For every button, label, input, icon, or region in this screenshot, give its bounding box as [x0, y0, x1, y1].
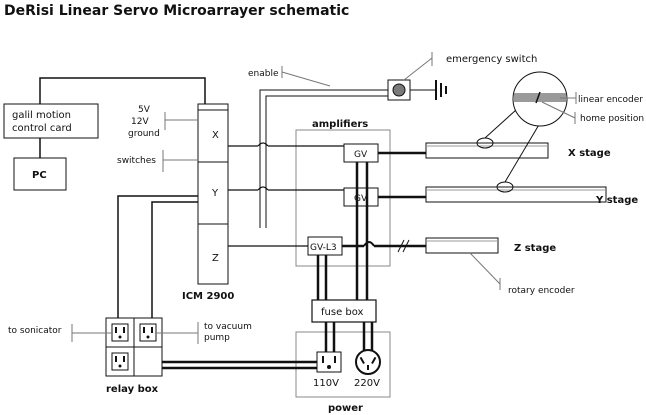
x-stage-label: X stage — [568, 148, 611, 159]
amp-z-label: GV-L3 — [310, 243, 337, 253]
x-stage-bar — [425, 142, 549, 159]
home-mark — [535, 91, 541, 104]
fuse-box — [311, 299, 377, 323]
enable-wire-b — [265, 95, 388, 228]
icm-y-crossover — [257, 186, 269, 191]
amp-y-label: GV — [354, 194, 368, 204]
relay-outlet-1-l — [115, 327, 117, 333]
pc-label: PC — [32, 170, 47, 181]
y-stage-bar — [425, 186, 607, 203]
label-ground: ground — [128, 129, 160, 139]
outlet-110-ground — [327, 365, 331, 369]
diagram-title: DeRisi Linear Servo Microarrayer schemat… — [4, 3, 349, 19]
rotary-leader — [469, 252, 501, 285]
relay-outlet-3-r — [123, 356, 125, 362]
break-mark-2 — [402, 239, 410, 253]
outlet-110-slot-l — [322, 356, 324, 363]
amp-z-crossover — [363, 241, 375, 247]
icm-x-crossover — [257, 142, 269, 147]
relay-outlet-2-r — [151, 327, 153, 333]
encoder-tape — [514, 93, 566, 102]
y-stage-label: Y stage — [595, 195, 638, 206]
outlet-220-slot-l — [359, 356, 365, 364]
fuse-box-label: fuse box — [321, 307, 364, 318]
outlet-220-slot-g — [367, 365, 369, 370]
relay-outlet-1-g — [118, 335, 122, 339]
z-stage-bar — [425, 237, 499, 254]
icm-x-label: X — [212, 130, 219, 141]
pc-box — [13, 157, 67, 191]
label-emergency: emergency switch — [446, 54, 537, 65]
z-stage-label: Z stage — [514, 243, 556, 254]
emergency-switch-button — [392, 83, 406, 97]
magnifier-line-2 — [504, 122, 541, 183]
outlet-110-slot-r — [334, 356, 336, 363]
relay-outlet-2-l — [143, 327, 145, 333]
icm-y-label: Y — [211, 188, 219, 199]
label-vacuum-2: pump — [204, 333, 230, 343]
amp-x-label: GV — [354, 150, 368, 160]
relay-outlet-3-g — [118, 364, 122, 368]
label-enable: enable — [248, 69, 279, 79]
magnifier-line-1 — [484, 109, 517, 139]
relay-outlet-2-g — [146, 335, 150, 339]
enable-wire-a — [259, 89, 388, 228]
relay-outlet-1-r — [123, 327, 125, 333]
enable-leader — [281, 71, 331, 87]
amplifiers-label: amplifiers — [312, 119, 368, 130]
relay-wire-1 — [117, 195, 198, 318]
emergency-leader — [403, 57, 433, 81]
galil-card-box — [3, 103, 99, 139]
label-switches: switches — [117, 156, 156, 166]
icm-top-strip — [197, 103, 229, 111]
galil-label-1: galil motion — [12, 110, 71, 121]
label-vacuum-1: to vacuum — [204, 322, 252, 332]
label-linear-encoder: linear encoder — [578, 95, 643, 105]
outlet-220 — [355, 349, 381, 375]
label-12v: 12V — [131, 117, 149, 127]
label-home-position: home position — [580, 114, 644, 124]
label-220v: 220V — [354, 378, 380, 389]
relay-box-label: relay box — [106, 384, 159, 395]
label-110v: 110V — [313, 378, 339, 389]
outlet-220-slot-r — [371, 356, 377, 364]
home-leader — [541, 101, 576, 119]
galil-label-2: control card — [12, 123, 72, 134]
break-mark-1 — [397, 239, 405, 253]
relay-wire-2 — [151, 201, 198, 318]
label-5v: 5V — [138, 105, 151, 115]
icm-label: ICM 2900 — [182, 291, 234, 302]
relay-outlet-3-l — [115, 356, 117, 362]
power-label: power — [328, 403, 363, 414]
label-rotary-encoder: rotary encoder — [508, 286, 575, 296]
label-sonicator: to sonicator — [8, 326, 62, 336]
icm-z-label: Z — [212, 253, 219, 264]
galil-icm-cable — [39, 77, 206, 104]
